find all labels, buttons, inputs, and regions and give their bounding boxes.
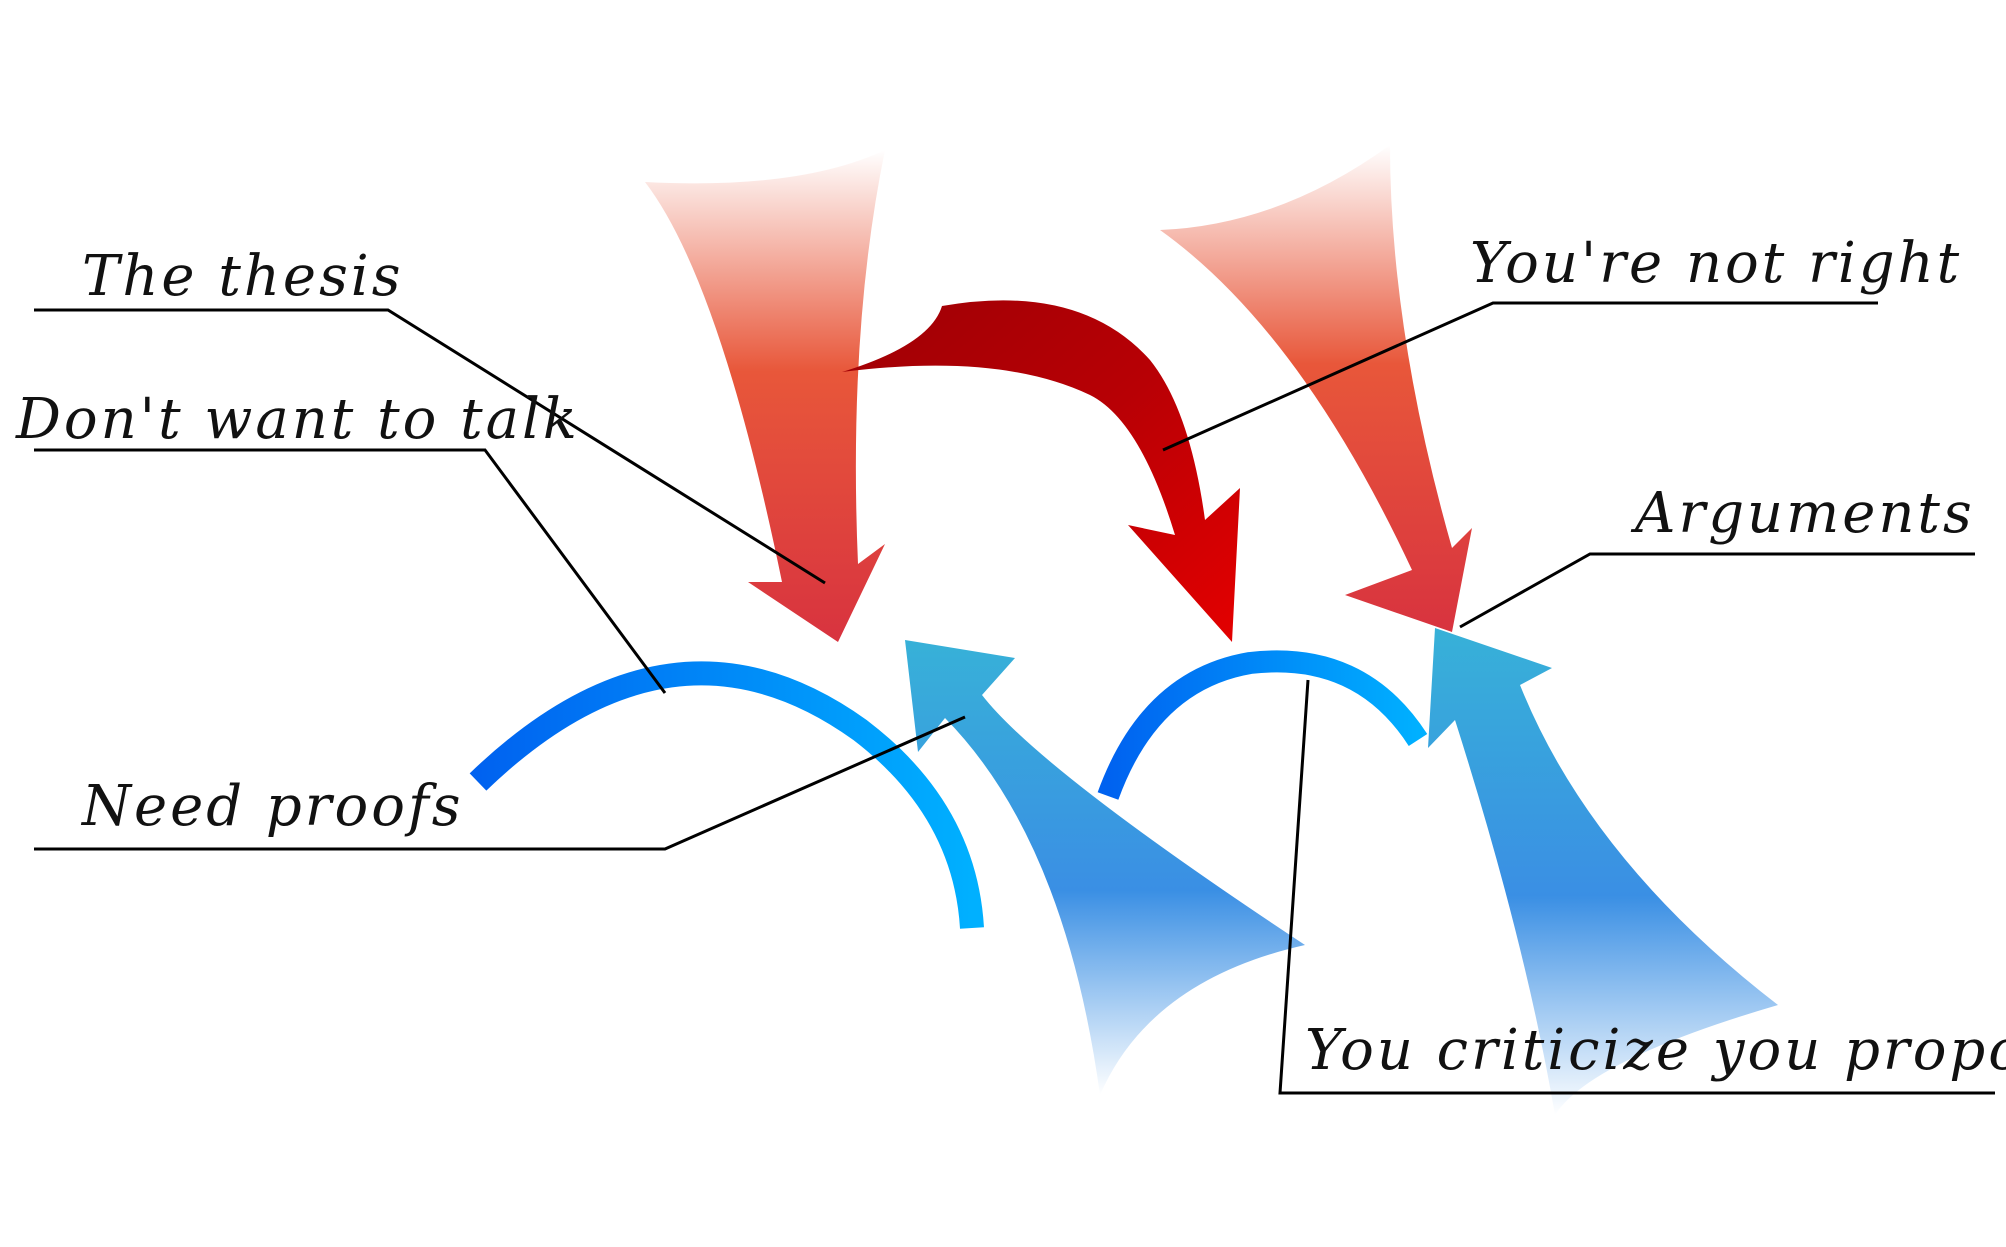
label-the-thesis: The thesis — [82, 244, 403, 309]
thesis-arrow — [645, 150, 885, 642]
need-proofs-leader-line — [34, 715, 966, 851]
youre-not-right-arrow — [842, 300, 1240, 642]
arguments-arrow — [1160, 145, 1472, 632]
you-criticize-you-propose-leader-line — [1278, 679, 1995, 1095]
dont-want-to-talk-arc — [469, 661, 984, 929]
label-you-criticize-you-propose: You criticize you propose — [1305, 1018, 2006, 1083]
arguments-leader-line — [1459, 552, 1975, 629]
need-proofs-arrow — [905, 640, 1305, 1095]
label-youre-not-right: You're not right — [1470, 231, 1962, 296]
label-need-proofs: Need proofs — [80, 774, 463, 839]
youre-not-right-leader-line — [1162, 301, 1878, 452]
label-arguments: Arguments — [1630, 481, 1975, 546]
dont-want-to-talk-leader-line — [34, 448, 667, 694]
thesis-leader-line — [34, 308, 826, 585]
label-dont-want-to-talk: Don't want to talk — [15, 387, 580, 452]
you-criticize-you-propose-arrow — [1428, 628, 1778, 1115]
leader-lines — [34, 301, 1995, 1095]
small-blue-arc — [1097, 650, 1428, 800]
